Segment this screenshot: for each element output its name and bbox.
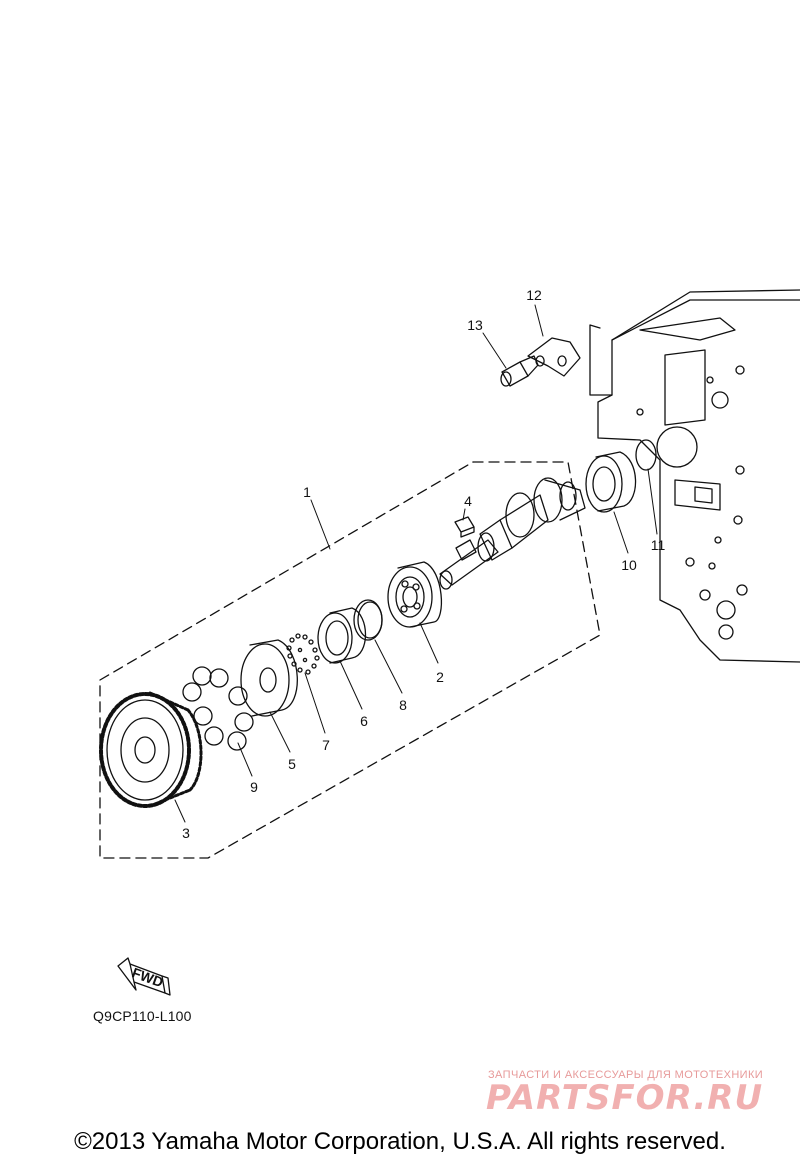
- label-5: 5: [288, 756, 296, 772]
- plate: [240, 639, 298, 717]
- label-12: 12: [526, 287, 542, 303]
- bolt: [500, 355, 539, 387]
- bracket: [527, 337, 581, 377]
- fwd-arrow-icon: [117, 957, 171, 996]
- label-1: 1: [303, 484, 311, 500]
- label-4: 4: [464, 493, 472, 509]
- engine-block: [589, 289, 800, 663]
- label-8: 8: [399, 697, 407, 713]
- label-7: 7: [322, 737, 330, 753]
- label-9: 9: [250, 779, 258, 795]
- watermark-tagline: ЗАПЧАСТИ И АКСЕССУАРЫ ДЛЯ МОТОТЕХНИКИ: [488, 1069, 764, 1081]
- label-2: 2: [436, 669, 444, 685]
- bearing-front: [387, 561, 443, 628]
- key: [454, 516, 475, 538]
- balls: [182, 666, 254, 751]
- oil-seal: [317, 607, 366, 664]
- label-6: 6: [360, 713, 368, 729]
- label-13: 13: [467, 317, 483, 333]
- circlip-rear: [635, 439, 657, 471]
- label-10: 10: [621, 557, 637, 573]
- watermark-site: PARTSFOR.RU: [486, 1078, 764, 1118]
- gear: [99, 691, 203, 808]
- bearing-rear: [585, 451, 637, 513]
- copyright-notice: ©2013 Yamaha Motor Corporation, U.S.A. A…: [74, 1128, 726, 1155]
- camshaft: [439, 477, 586, 590]
- assembly-boundary: [99, 461, 601, 859]
- callout-labels: 1 2 3 4 5 6 7 8 9 10 11 12 13 FWD: [130, 287, 665, 990]
- leader-lines: [174, 304, 658, 823]
- label-3: 3: [182, 825, 190, 841]
- label-11: 11: [651, 537, 666, 553]
- figure-code: Q9CP110-L100: [93, 1008, 192, 1024]
